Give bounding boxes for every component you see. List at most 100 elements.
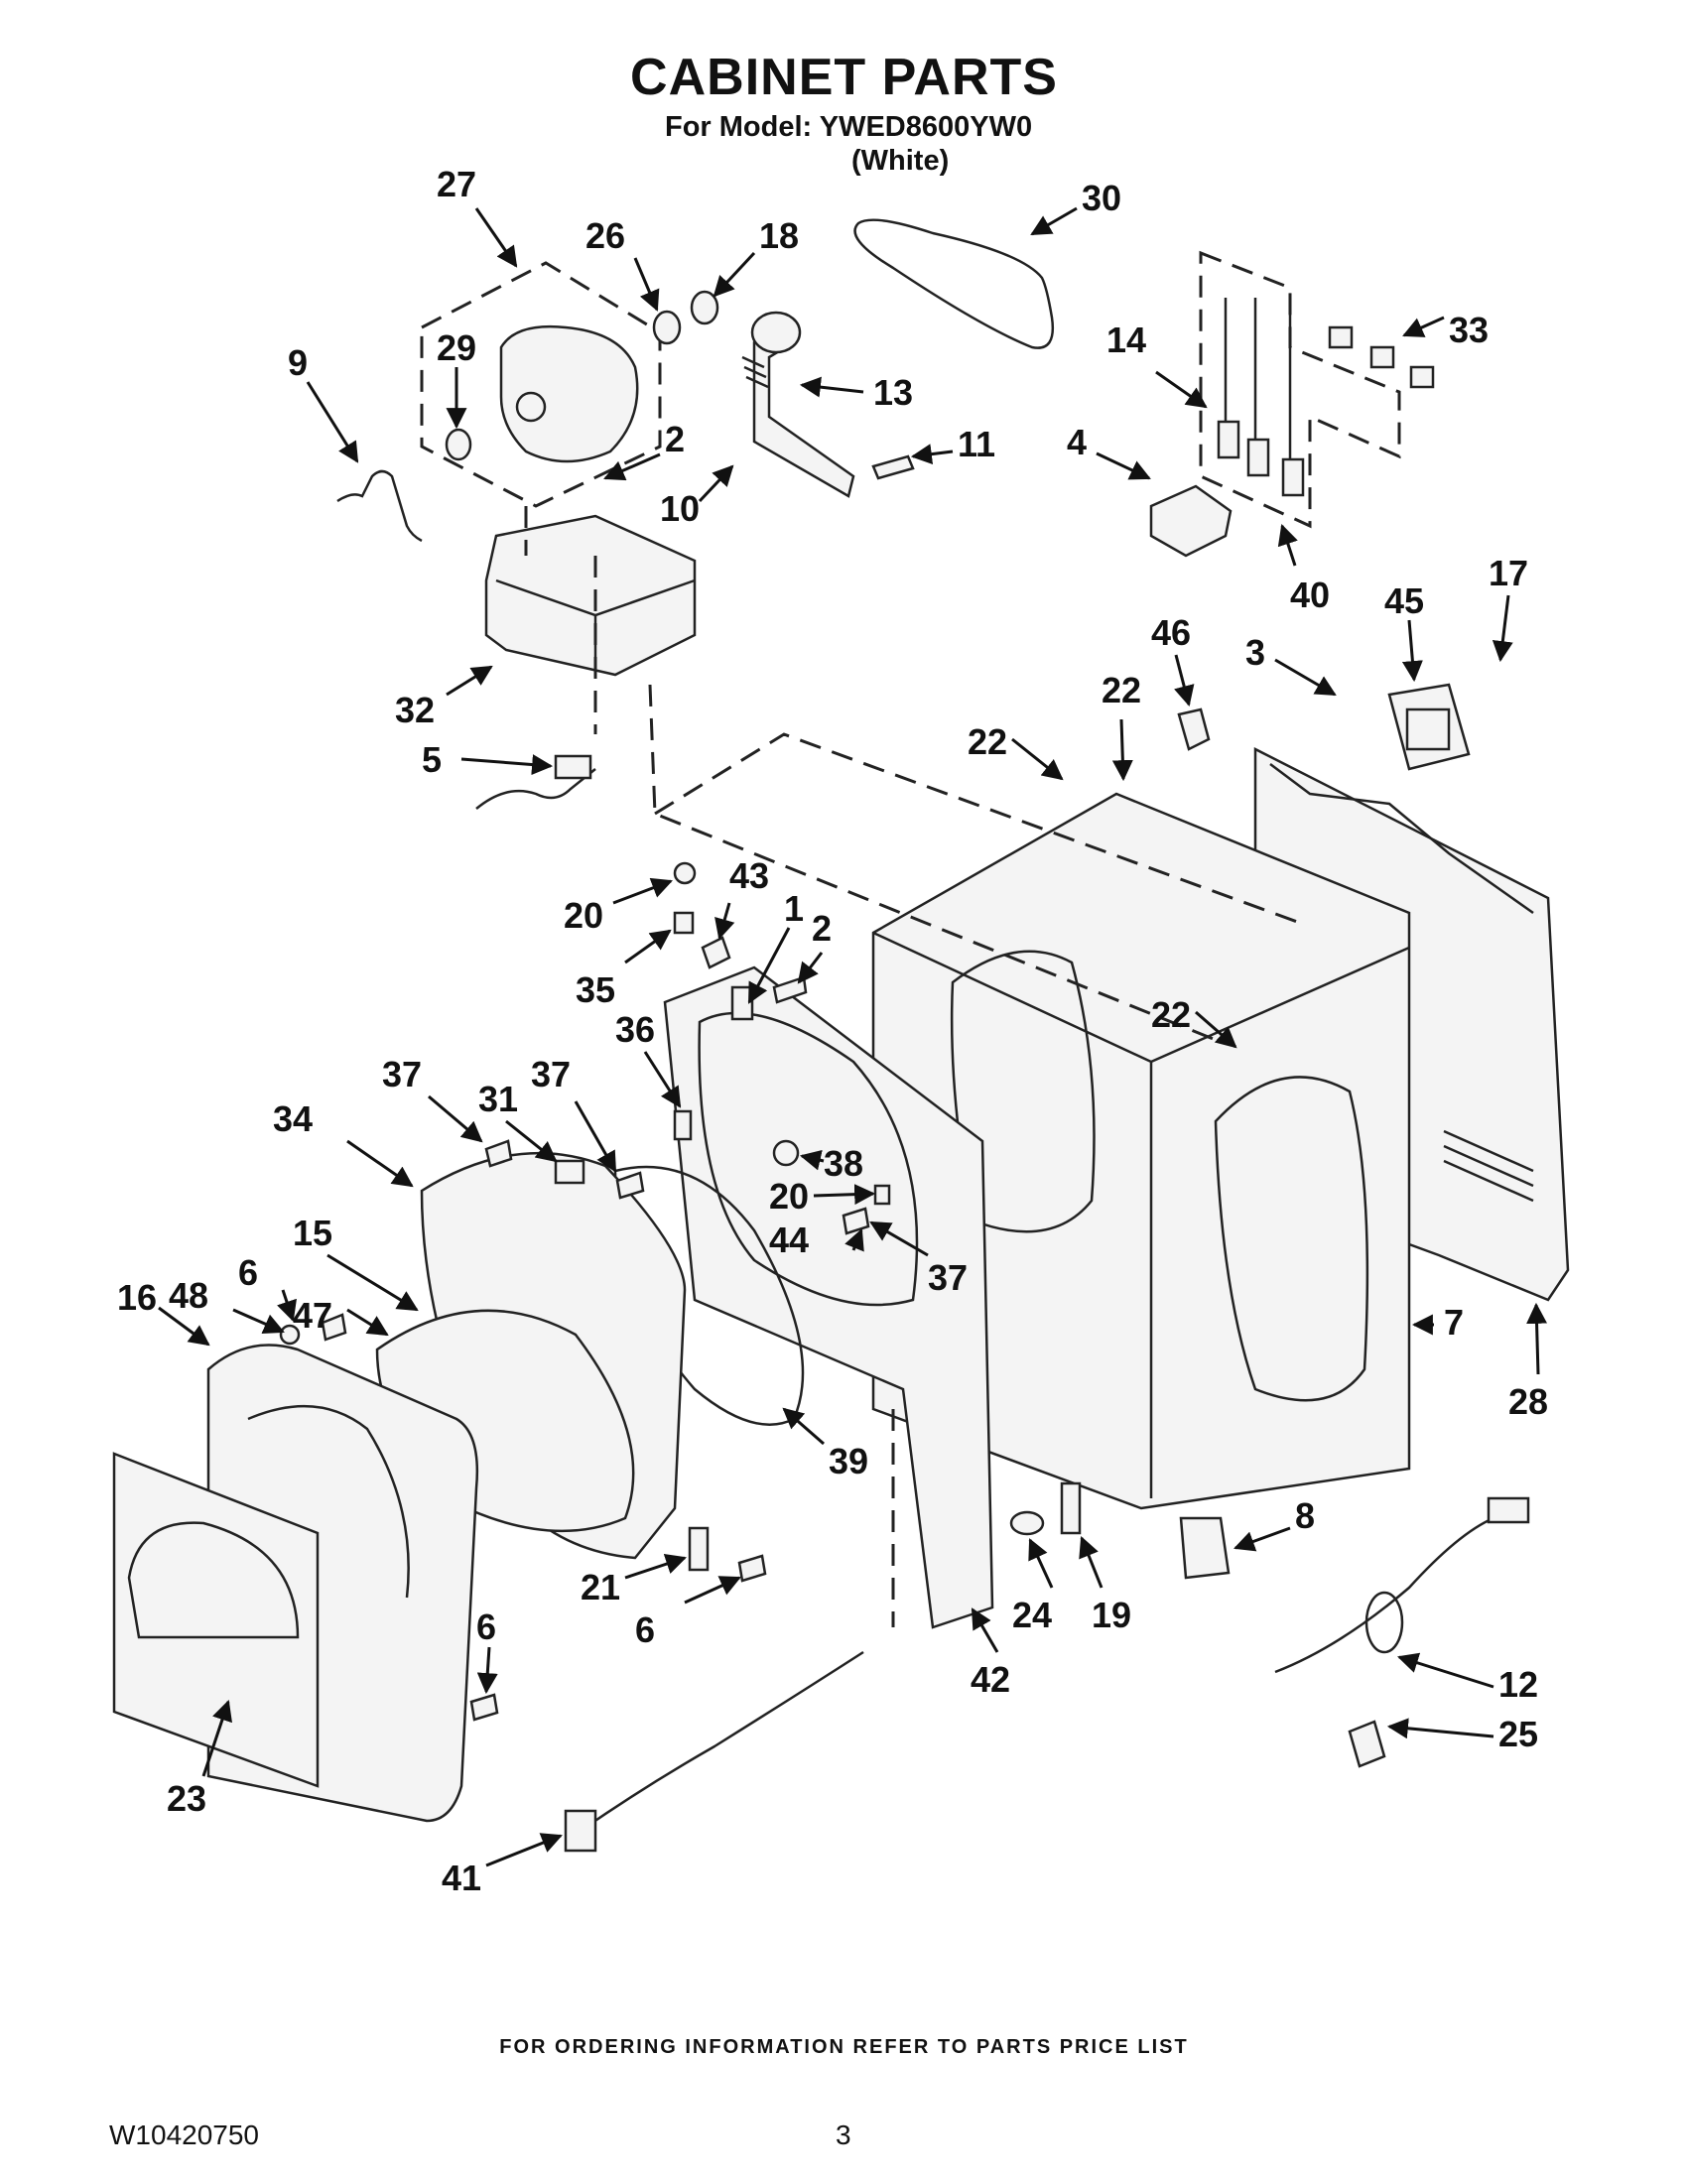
leader-6a [277,1289,297,1322]
cabinet-edges [872,931,1410,1498]
callout-6: 6 [635,1609,655,1650]
assembly-line-1 [648,684,1222,1044]
leader-37a [428,1094,483,1143]
callout-38: 38 [824,1143,863,1184]
leader-15 [326,1253,419,1312]
leader-23 [201,1700,232,1777]
leveling-leg [1179,1516,1231,1580]
callout-10: 10 [660,488,700,529]
bracket-46 [1177,707,1211,751]
callout-8: 8 [1295,1495,1315,1536]
leader-9 [306,381,359,463]
leader-17 [1492,594,1513,663]
page-title: CABINET PARTS [630,49,1058,106]
callout-12: 12 [1498,1664,1538,1705]
harness-plug [554,754,592,780]
callout-6: 6 [238,1252,258,1293]
callout-5: 5 [422,739,442,780]
connector-33c [1409,365,1435,389]
callout-20: 20 [564,895,603,936]
harness-connector [564,1809,597,1853]
assembly-line-2 [654,732,1301,925]
screw-37a [484,1139,513,1168]
leader-20a [612,877,673,905]
screw-47 [321,1313,347,1342]
leader-27 [474,207,518,268]
callout-20: 20 [769,1176,809,1217]
callout-45: 45 [1384,580,1424,621]
leader-2a [603,452,661,481]
leader-35 [624,929,672,964]
leader-lines [158,206,1548,1867]
callout-22: 22 [1151,994,1191,1035]
leader-25 [1386,1718,1494,1739]
callout-47: 47 [293,1295,332,1336]
callout-41: 41 [442,1858,481,1898]
clip-35 [673,911,695,935]
callout-33: 33 [1449,310,1489,350]
motor-harness [475,768,596,810]
cord-terminals [1487,1496,1530,1524]
callout-35: 35 [576,969,615,1010]
leader-39 [782,1407,825,1446]
part-1 [730,985,754,1021]
callout-labels: 27 26 18 30 33 9 29 13 14 2 11 4 10 40 1… [117,164,1548,1898]
callout-37: 37 [531,1054,571,1094]
callout-15: 15 [293,1213,332,1253]
callout-30: 30 [1082,178,1121,218]
plug-24 [1009,1510,1045,1536]
leader-38 [799,1149,825,1171]
screw-37b [615,1171,645,1200]
thermostat-wires [1224,298,1292,466]
motor-clamp [336,469,423,543]
cord-loop [1364,1591,1404,1654]
leader-20b [813,1184,876,1206]
leader-28 [1526,1302,1548,1375]
callout-17: 17 [1489,553,1528,593]
parts-artwork [112,218,1570,1853]
model-color: (White) [851,145,950,177]
leader-13 [799,376,864,398]
leader-12 [1396,1652,1494,1689]
leader-37b [574,1100,617,1173]
leader-1 [747,927,791,1004]
idler-pulley [750,311,802,354]
page-number: 3 [836,2120,851,2150]
callout-27: 27 [437,164,476,204]
leader-6c [476,1646,498,1695]
door-glass-panel [112,1452,320,1788]
leader-6b [684,1576,741,1605]
leader-45 [1401,619,1423,683]
control-board [1387,683,1471,771]
thermostat-tab-3 [1281,457,1305,497]
callout-46: 46 [1151,612,1191,653]
part-48 [279,1324,301,1346]
connector-33b [1369,345,1395,369]
callout-43: 43 [729,855,769,896]
leader-33 [1402,316,1445,337]
leader-43 [714,902,735,941]
leader-47 [346,1308,389,1337]
leader-4 [1096,451,1151,480]
callout-7: 7 [1444,1302,1464,1343]
part-21 [688,1526,710,1572]
callout-24: 24 [1012,1595,1052,1635]
leader-40 [1277,524,1298,567]
callout-42: 42 [971,1659,1010,1700]
thermostat-tab-1 [1217,420,1240,459]
leader-2b [797,952,824,984]
leader-14 [1155,370,1208,409]
cabinet-body [871,792,1411,1510]
callout-32: 32 [395,690,435,730]
leader-8 [1234,1526,1291,1552]
leader-24 [1028,1538,1054,1589]
leader-26 [633,257,660,312]
leader-34 [346,1139,414,1188]
callout-21: 21 [581,1567,620,1607]
leader-41 [485,1833,563,1867]
callout-25: 25 [1498,1714,1538,1754]
callout-4: 4 [1067,422,1087,462]
screw-37c [842,1207,870,1235]
motor-group-outline [420,261,662,508]
